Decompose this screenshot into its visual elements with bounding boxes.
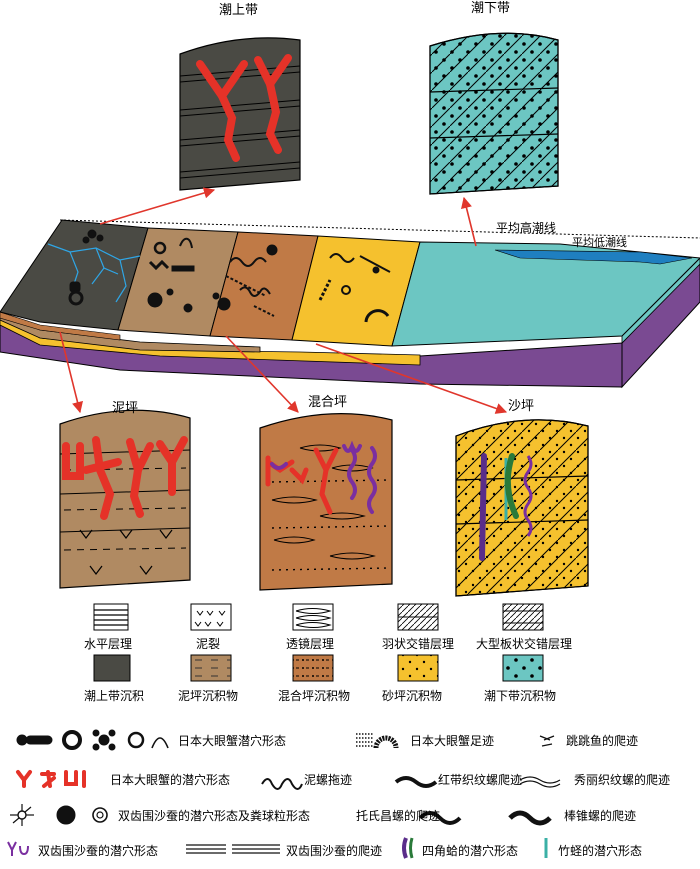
legend-mudcrack-label: 泥裂 xyxy=(196,637,220,651)
mean-high-tide-label: 平均高潮线 xyxy=(496,220,556,235)
trace-label-8: 双齿围沙蚕的潜穴形态及粪球粒形态 xyxy=(118,808,310,823)
legend-structures xyxy=(94,604,543,630)
trace-label-4: 日本大眼蟹的潜穴形态 xyxy=(110,772,230,787)
trace-label-1: 日本大眼蟹潜穴形态 xyxy=(178,733,286,748)
mud-flat-block xyxy=(60,410,190,588)
upper-zone-block xyxy=(180,38,300,190)
trace-label-13: 四角蛤的潜穴形态 xyxy=(422,843,518,858)
trace-label-3: 跳跳鱼的爬迹 xyxy=(566,733,638,748)
legend-subtidal-label: 潮下带沉积物 xyxy=(484,688,556,703)
trace-label-7: 秀丽织纹螺的爬迹 xyxy=(574,772,670,787)
upper-zone-title: 潮上带 xyxy=(219,3,258,18)
trace-label-9: 托氏昌螺的爬迹 xyxy=(356,808,440,823)
mean-low-tide-label: 平均低潮线 xyxy=(572,235,627,249)
trace-label-6: 红带织纹螺爬迹 xyxy=(438,772,522,787)
subtidal-title: 潮下带 xyxy=(471,1,510,16)
sand-flat-title: 沙坪 xyxy=(508,399,534,414)
subtidal-block xyxy=(430,33,558,194)
legend-tabular-label: 大型板状交错层理 xyxy=(476,636,572,651)
trace-label-12: 双齿围沙蚕的爬迹 xyxy=(286,843,382,858)
trace-label-14: 竹蛏的潜穴形态 xyxy=(558,843,642,858)
legend-sediments xyxy=(94,655,543,681)
mixed-flat-block xyxy=(260,414,392,590)
legend-horizontal-label: 水平层理 xyxy=(84,637,132,651)
sand-flat-block xyxy=(456,420,588,596)
legend-mudflat-label: 泥坪沉积物 xyxy=(178,689,238,703)
trace-label-10: 棒锥螺的爬迹 xyxy=(564,808,636,823)
mixed-flat-title: 混合坪 xyxy=(308,395,347,410)
trace-label-5: 泥螺拖迹 xyxy=(304,773,352,787)
mud-flat-title: 泥坪 xyxy=(112,401,138,416)
legend-lenticular-label: 透镜层理 xyxy=(286,636,334,651)
legend-mixedflat-label: 混合坪沉积物 xyxy=(278,688,350,703)
legend-herringbone-label: 羽状交错层理 xyxy=(382,636,454,651)
legend-sandflat-label: 砂坪沉积物 xyxy=(382,689,442,703)
trace-label-2: 日本大眼蟹足迹 xyxy=(410,733,494,748)
legend-trace-icons xyxy=(8,730,560,858)
legend-supratidal-label: 潮上带沉积 xyxy=(84,688,144,703)
trace-label-11: 双齿围沙蚕的潜穴形态 xyxy=(38,843,158,858)
